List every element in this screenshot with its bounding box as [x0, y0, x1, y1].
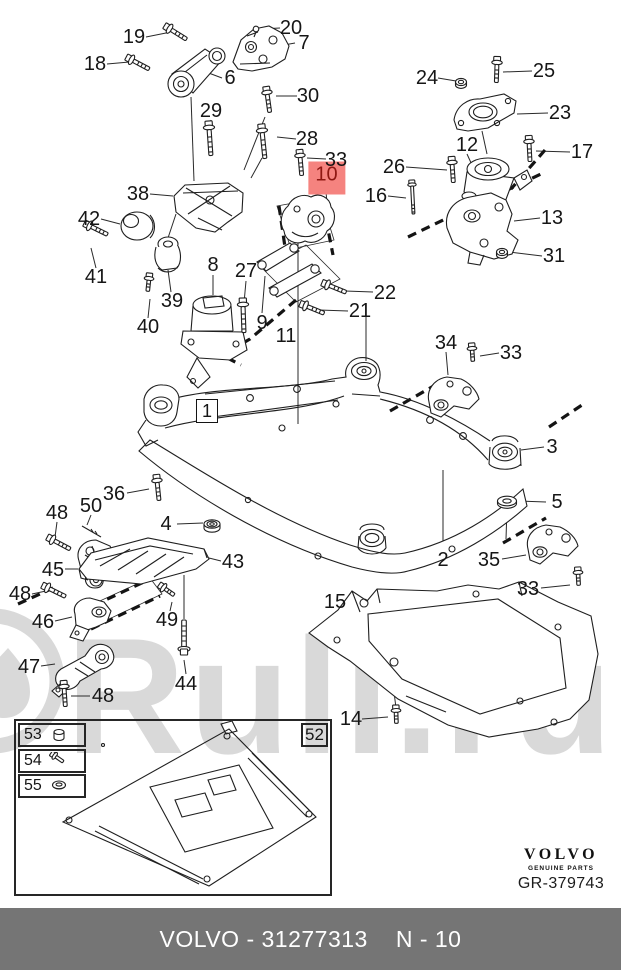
part-46-bracket-drawing	[69, 597, 112, 642]
part-7-bracket-drawing	[232, 25, 290, 72]
plug-icon	[51, 780, 66, 790]
drawing-code: GR-379743	[517, 875, 605, 892]
footer-bar: VOLVO - 31277313 N - 10	[0, 908, 621, 970]
part-35-bracket-drawing	[526, 524, 579, 565]
legend-item-53-number: 53	[24, 726, 42, 743]
legend-item-53: 53	[18, 723, 86, 747]
volvo-logo: VOLVO	[523, 846, 599, 863]
footer-page-number: N - 10	[395, 925, 462, 952]
fasteners	[39, 20, 584, 725]
part-1-subframe-drawing	[137, 357, 528, 574]
brand-block: VOLVO GENUINE PARTS GR-379743	[503, 846, 619, 893]
stud-50-drawing	[81, 525, 102, 538]
screw-20-drawing	[252, 25, 260, 38]
legend-item-54: 54	[18, 749, 86, 773]
bolt-44-drawing	[177, 619, 191, 656]
part-8-mount-drawing	[180, 295, 248, 389]
part-10-mount-drawing	[280, 194, 336, 244]
part-6-torque-rod-drawing	[167, 47, 226, 98]
diagram-artwork: Ruli.ru	[0, 20, 612, 887]
part-15-skid-plate-drawing	[308, 581, 599, 738]
part-23-plate-drawing	[453, 93, 517, 132]
cap-nut-icon	[53, 728, 65, 742]
part-52-inset-plate-drawing	[61, 720, 317, 887]
inset-tag-52: 52	[301, 723, 328, 747]
footer-part-number: VOLVO - 31277313	[159, 925, 368, 952]
legend-item-55-number: 55	[24, 777, 42, 794]
part-39-bushing-drawing	[154, 236, 182, 273]
brand-tagline: GENUINE PARTS	[528, 865, 594, 872]
inset-box: 52 53 54 55	[14, 719, 332, 896]
legend-item-55: 55	[18, 774, 86, 798]
part-42-bushing-drawing	[120, 211, 156, 241]
part-9-link-drawing	[256, 242, 300, 272]
part-11-link-drawing	[268, 263, 322, 298]
legend-item-54-number: 54	[24, 752, 42, 769]
part-43-rail-drawing	[78, 537, 210, 585]
part-34-bracket-drawing	[427, 376, 480, 418]
part-38-mount-drawing	[173, 182, 244, 233]
flange-bolt-icon	[48, 752, 65, 764]
